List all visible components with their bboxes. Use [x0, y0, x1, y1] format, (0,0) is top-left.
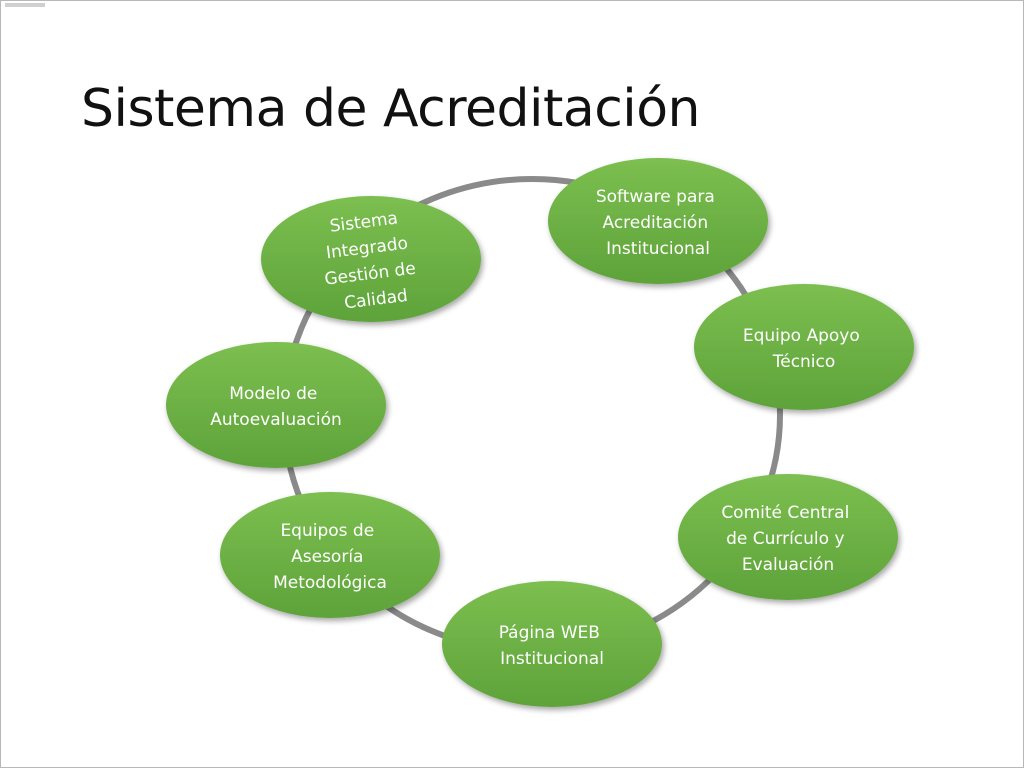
- node-ellipse: [166, 342, 386, 468]
- node-label: Modelo de Autoevaluación: [210, 384, 342, 430]
- node-pagina-web: Página WEB Institucional: [442, 581, 662, 707]
- node-equipos-asesoria: Equipos de Asesoría Metodológica: [220, 492, 440, 618]
- node-modelo-autoevaluacion: Modelo de Autoevaluación: [166, 342, 386, 468]
- node-ellipse: [261, 196, 481, 322]
- node-ellipse: [442, 581, 662, 707]
- node-ellipse: [548, 158, 768, 284]
- node-label: Comité Central de Currículo y Evaluación: [721, 503, 854, 575]
- slide-title: Sistema de Acreditación: [81, 79, 701, 139]
- node-equipo-apoyo-tecnico: Equipo Apoyo Técnico: [694, 284, 914, 410]
- node-sistema-integrado: Sistema Integrado Gestión de Calidad: [261, 196, 481, 322]
- node-comite-central: Comité Central de Currículo y Evaluación: [678, 474, 898, 600]
- corner-mark: [5, 3, 45, 7]
- node-ellipse: [220, 492, 440, 618]
- node-ellipse: [694, 284, 914, 410]
- node-software-acreditacion: Software para Acreditación Institucional: [548, 158, 768, 284]
- node-label: Software para Acreditación Institucional: [596, 187, 720, 259]
- node-label: Página WEB Institucional: [499, 623, 606, 669]
- node-ellipse: [678, 474, 898, 600]
- node-label: Equipos de Asesoría Metodológica: [273, 521, 387, 593]
- node-label: Equipo Apoyo Técnico: [743, 326, 865, 372]
